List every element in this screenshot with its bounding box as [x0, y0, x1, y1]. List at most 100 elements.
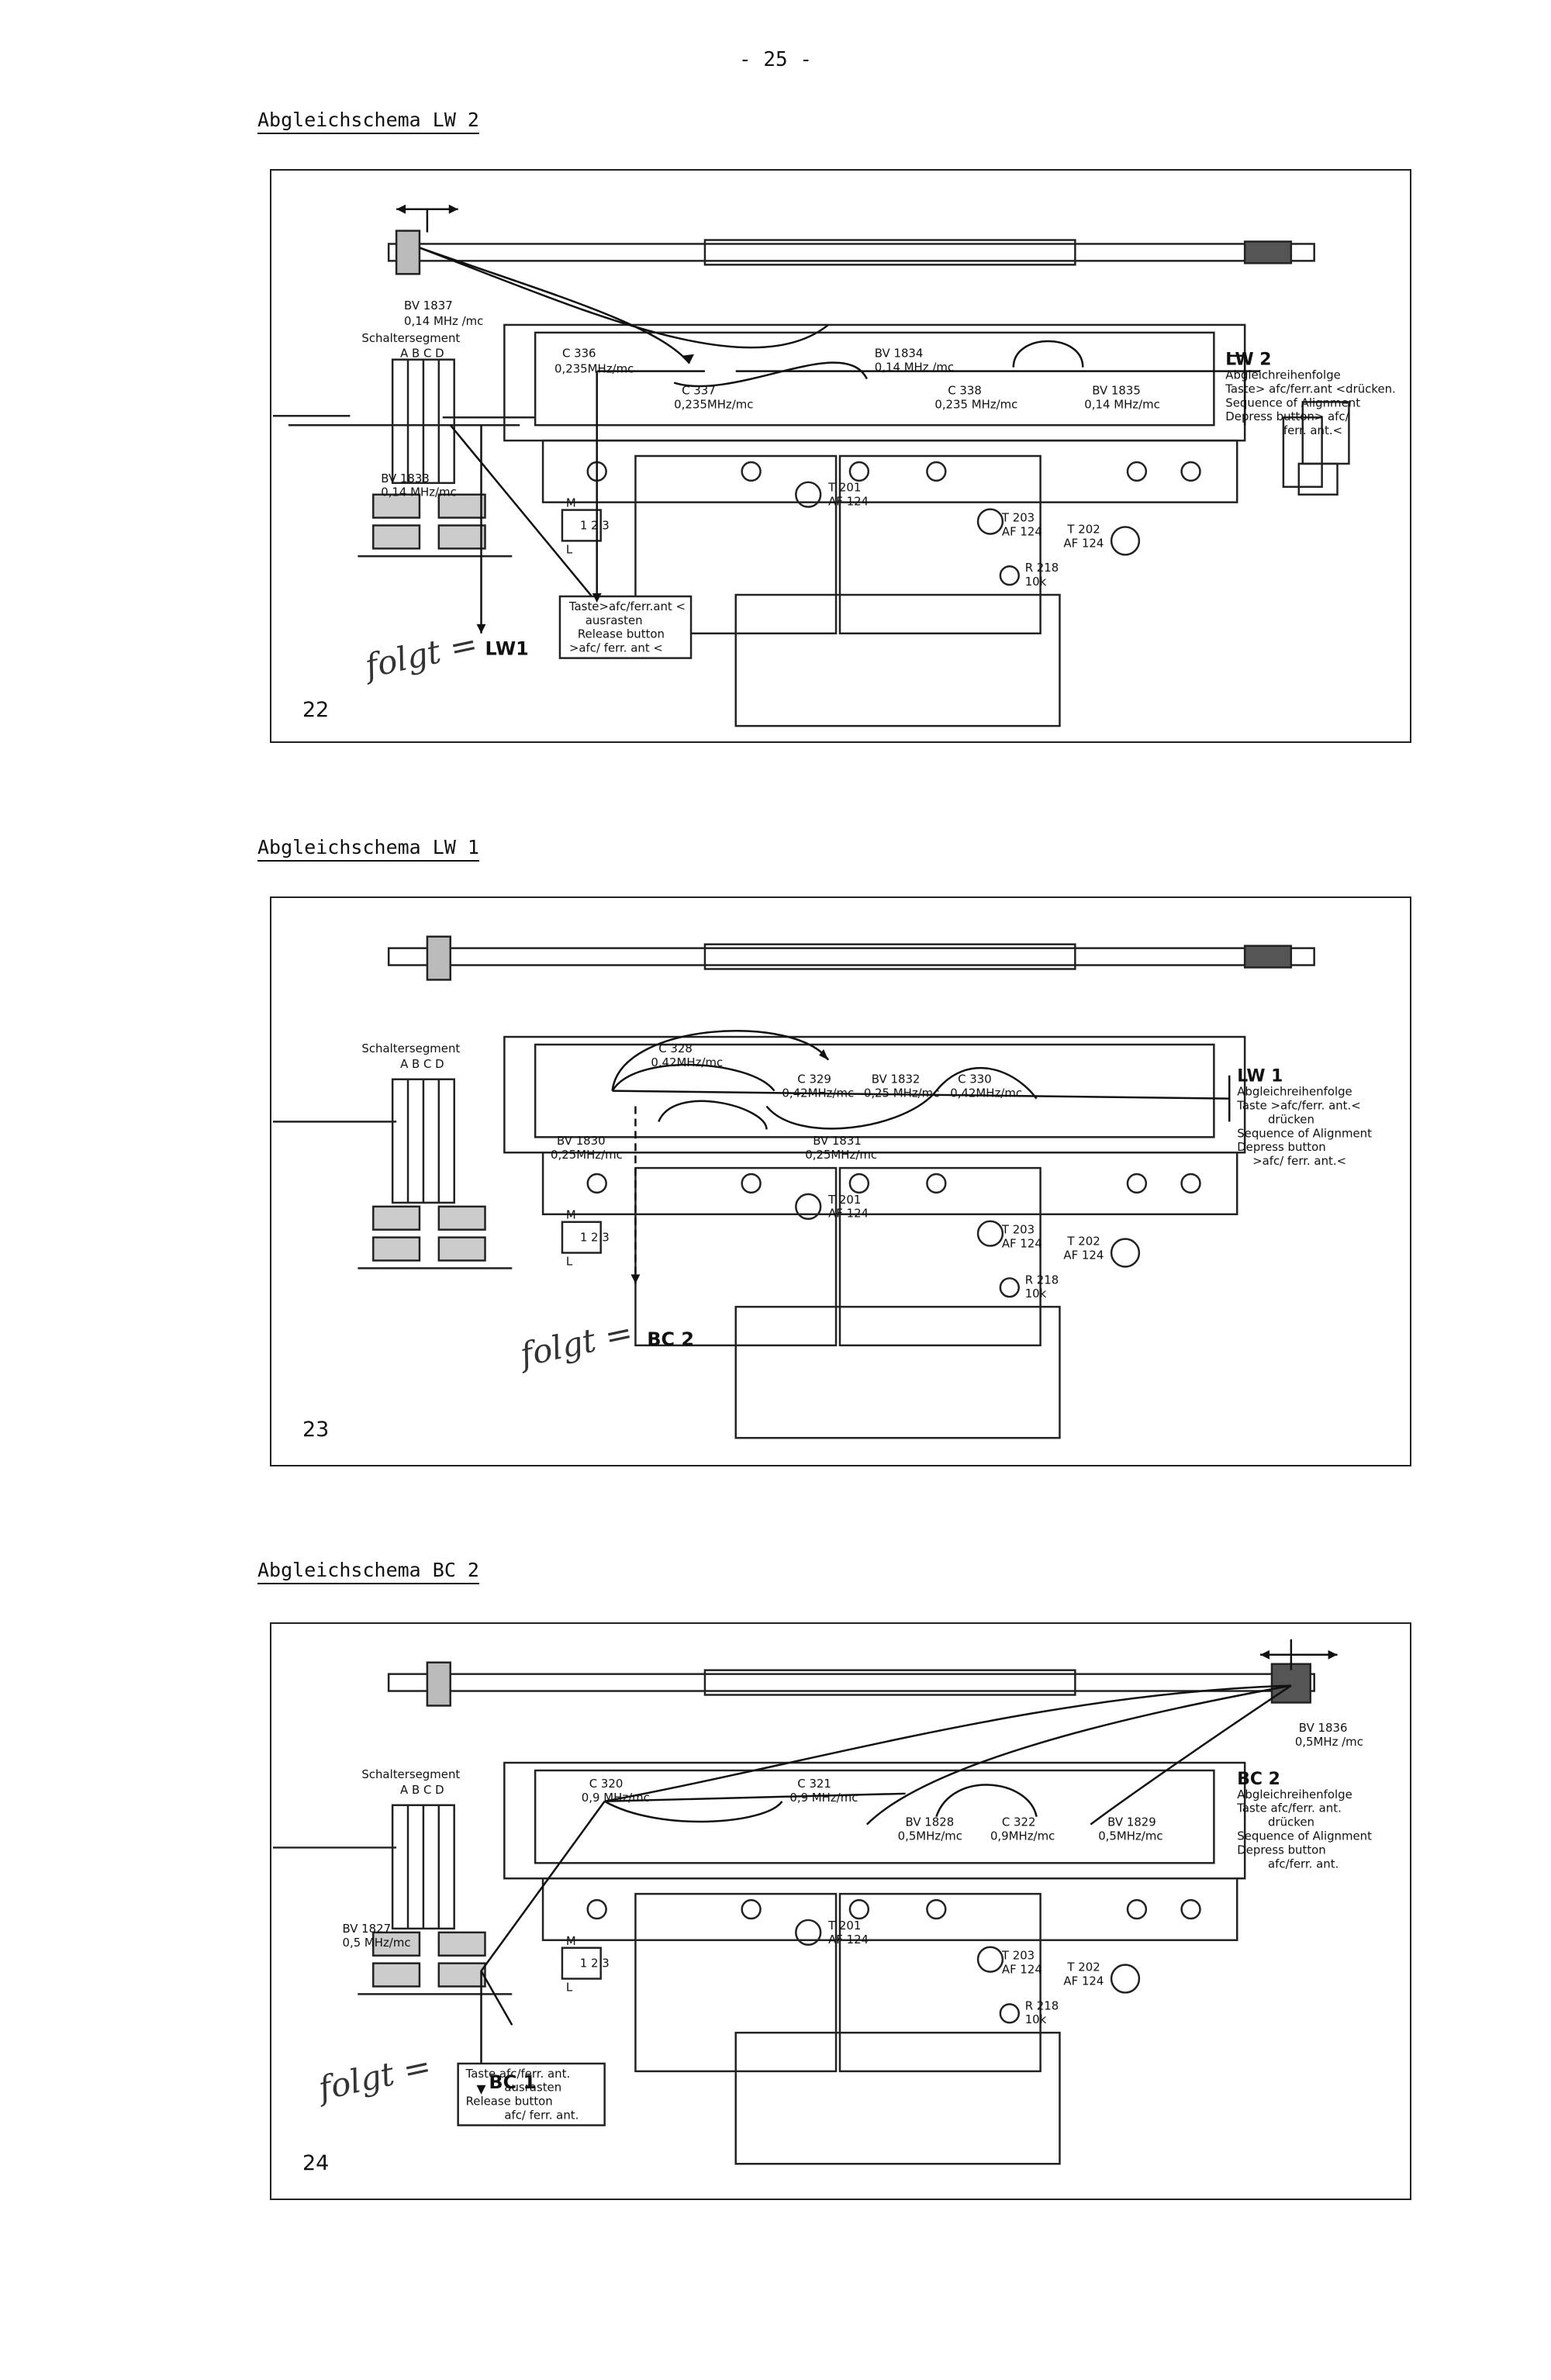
label-bv1832: BV 1832: [872, 1073, 921, 1086]
label-c338-freq: 0,235 MHz/mc: [934, 397, 1017, 411]
side-note-3: Sequence of Alignment: [1225, 396, 1360, 409]
section-heading-lw1: Abgleichschema LW 1: [257, 836, 479, 862]
ferrite-rod: [387, 1673, 1315, 1692]
label-bv1829-freq: 0,5MHz/mc: [1098, 1829, 1162, 1843]
side-note-2: Taste> afc/ferr.ant <drücken.: [1225, 382, 1396, 396]
label-bv1830: BV 1830: [557, 1134, 606, 1148]
label-t202: T 202: [1066, 522, 1100, 536]
label-bv1837: BV 1837: [404, 299, 453, 313]
label-t203-type: AF 124: [1002, 1963, 1042, 1977]
label-t203-type: AF 124: [1002, 1237, 1042, 1251]
label-bv1833: BV 1833: [381, 472, 430, 485]
label-c329-freq: 0,42MHz/mc: [782, 1086, 854, 1100]
label-c330-freq: 0,42MHz/mc: [950, 1086, 1022, 1100]
side-note-3: drücken: [1268, 1112, 1314, 1126]
page-number: - 25 -: [739, 48, 812, 71]
label-segments: A B C D: [400, 1783, 444, 1797]
figure-number: 23: [302, 1418, 330, 1442]
side-note-5: Depress button: [1237, 1140, 1326, 1154]
figure-23-frame: Schaltersegment A B C D C 328 0,42MHz/mc…: [270, 896, 1411, 1466]
band-label-right: LW 1: [1237, 1067, 1283, 1086]
label-bv1833-freq: 0,14 MHz/mc: [381, 485, 457, 499]
label-c321-freq: 0,9 MHz/mc: [789, 1791, 858, 1805]
label-r218: R 218: [1025, 561, 1059, 575]
label-bv1836-freq: 0,5MHz /mc: [1295, 1735, 1363, 1749]
label-r218: R 218: [1025, 1273, 1059, 1287]
label-c329: C 329: [797, 1073, 831, 1086]
figure-22-frame: BV 1837 0,14 MHz /mc Schaltersegment A B…: [270, 169, 1411, 743]
label-c336-freq: 0,235MHz/mc: [554, 362, 634, 376]
label-bv1835: BV 1835: [1092, 383, 1141, 397]
side-note-6: >afc/ ferr. ant.<: [1252, 1154, 1346, 1168]
figure-24-diagram: BV 1836 0,5MHz /mc Schaltersegment A B C…: [272, 1639, 1372, 2165]
label-t202: T 202: [1066, 1960, 1100, 1974]
note-line-2: ausrasten: [586, 613, 643, 627]
band-label-right: LW 2: [1225, 351, 1271, 370]
label-switch-segment: Schaltersegment: [361, 1767, 460, 1781]
side-note-4: Sequence of Alignment: [1237, 1126, 1372, 1140]
label-switch-segment: Schaltersegment: [361, 1041, 460, 1055]
label-switch-segment: Schaltersegment: [361, 331, 460, 345]
ferrite-rod: [387, 947, 1315, 966]
note-line-3: Release button: [578, 627, 665, 641]
label-bv1834-freq: 0,14 MHz /mc: [875, 361, 954, 375]
note-line-3: Release button: [466, 2095, 553, 2109]
label-bv1837-freq: 0,14 MHz /mc: [404, 314, 483, 328]
label-c328-freq: 0,42MHz/mc: [651, 1055, 723, 1069]
side-note-5: Depress button: [1237, 1843, 1326, 1857]
label-bv1827: BV 1827: [342, 1922, 391, 1936]
label-r218-val: 10k: [1025, 1287, 1047, 1301]
label-m: M: [566, 496, 576, 510]
side-note-2: Taste afc/ferr. ant.: [1236, 1801, 1342, 1815]
label-c320: C 320: [589, 1777, 624, 1791]
label-t202-type: AF 124: [1063, 1248, 1104, 1262]
band-label-bottom: BC 2: [647, 1328, 694, 1350]
figure-number: 22: [302, 698, 330, 722]
label-nums: 1 2 3: [580, 1957, 610, 1971]
label-t201-type: AF 124: [828, 1933, 869, 1946]
label-nums: 1 2 3: [580, 1231, 610, 1245]
side-note-4: Depress button> afc/: [1225, 409, 1349, 423]
label-c336: C 336: [562, 347, 596, 361]
side-note-1: Abgleichreihenfolge: [1237, 1085, 1352, 1099]
label-c338: C 338: [948, 383, 982, 397]
label-c322: C 322: [1002, 1815, 1036, 1829]
band-label-bottom: LW1: [485, 638, 528, 660]
side-note-5: ferr. ant.<: [1283, 423, 1342, 437]
label-bv1827-freq: 0,5 MHz/mc: [342, 1936, 410, 1950]
label-r218-val: 10k: [1025, 2012, 1047, 2026]
label-m: M: [566, 1208, 576, 1222]
label-segments: A B C D: [400, 1057, 444, 1071]
label-t201-type: AF 124: [828, 495, 869, 509]
label-t203: T 203: [1001, 1223, 1035, 1237]
label-bv1828-freq: 0,5MHz/mc: [898, 1829, 962, 1843]
label-t203: T 203: [1001, 511, 1035, 525]
label-bv1829: BV 1829: [1107, 1815, 1156, 1829]
side-note-4: Sequence of Alignment: [1237, 1829, 1372, 1843]
label-r218: R 218: [1025, 1998, 1059, 2012]
ferrite-rod: [387, 243, 1315, 262]
label-r218-val: 10k: [1025, 575, 1047, 589]
figure-number: 24: [302, 2151, 330, 2175]
label-t201: T 201: [827, 1193, 861, 1207]
label-t203-type: AF 124: [1002, 524, 1042, 538]
label-c330: C 330: [958, 1073, 992, 1086]
label-bv1836: BV 1836: [1299, 1721, 1348, 1735]
label-nums: 1 2 3: [580, 518, 610, 532]
section-heading-bc2: Abgleichschema BC 2: [257, 1559, 479, 1584]
side-note-1: Abgleichreihenfolge: [1237, 1788, 1352, 1801]
label-t202-type: AF 124: [1063, 536, 1104, 550]
note-line-1: Taste afc/ferr. ant.: [465, 2067, 571, 2081]
label-bv1830-freq: 0,25MHz/mc: [551, 1148, 623, 1162]
label-segments: A B C D: [400, 347, 444, 361]
band-label-bottom: BC 1: [489, 2071, 536, 2093]
label-l: L: [566, 1254, 573, 1268]
side-note-1: Abgleichreihenfolge: [1225, 368, 1341, 382]
label-bv1834: BV 1834: [875, 347, 924, 361]
label-bv1831-freq: 0,25MHz/mc: [805, 1148, 877, 1162]
label-c322-freq: 0,9MHz/mc: [990, 1829, 1055, 1843]
figure-23-diagram: Schaltersegment A B C D C 328 0,42MHz/mc…: [273, 935, 1372, 1439]
side-note-6: afc/ferr. ant.: [1268, 1857, 1339, 1870]
side-note-2: Taste >afc/ferr. ant.<: [1236, 1099, 1361, 1113]
label-bv1828: BV 1828: [906, 1815, 955, 1829]
